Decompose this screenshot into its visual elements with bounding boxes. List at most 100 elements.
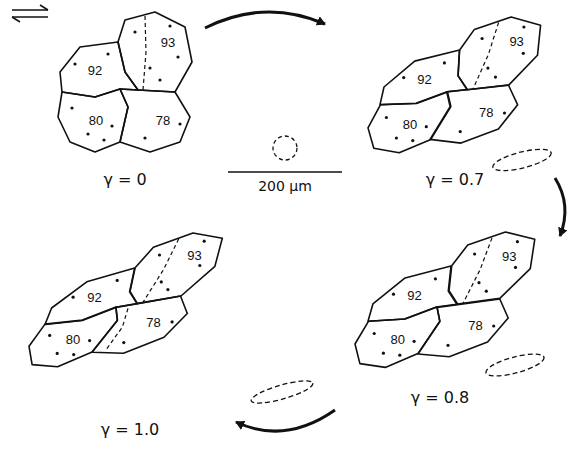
marker-dot <box>411 139 414 142</box>
grain-number: 80 <box>390 333 404 346</box>
grain-boundary <box>120 89 190 152</box>
sequence-arrows <box>205 12 565 431</box>
marker-dot <box>398 354 401 357</box>
marker-dot <box>72 296 75 299</box>
subgrain-boundary <box>473 22 499 89</box>
grain-number: 92 <box>407 289 421 302</box>
grain-boundary <box>449 232 535 304</box>
marker-dot <box>486 67 489 70</box>
marker-dot <box>168 24 171 27</box>
grain: 92 <box>366 264 459 323</box>
marker-dot <box>373 332 376 335</box>
marker-dot <box>481 37 484 40</box>
marker-dot <box>122 341 125 344</box>
marker-dot <box>413 340 416 343</box>
grain: 93 <box>116 10 194 94</box>
grain-boundary <box>355 307 440 367</box>
grain-boundary <box>130 233 222 304</box>
grain-boundary <box>118 12 192 92</box>
marker-dot <box>402 76 405 79</box>
marker-dot <box>176 55 179 58</box>
marker-dot <box>166 288 169 291</box>
marker-dot <box>106 52 109 55</box>
grain-number: 80 <box>89 114 103 127</box>
strain-ellipses <box>249 145 553 408</box>
marker-dot <box>148 66 151 69</box>
grain-outline <box>128 231 224 306</box>
marker-dot <box>102 138 105 141</box>
marker-dot <box>158 253 161 256</box>
marker-dot <box>385 116 388 119</box>
grain-number: 80 <box>66 333 80 346</box>
marker-dot <box>485 290 488 293</box>
grain-number: 78 <box>156 114 170 127</box>
grain-number: 93 <box>187 249 201 262</box>
marker-dot <box>70 106 73 109</box>
marker-dot <box>382 352 385 355</box>
marker-dot <box>158 78 161 81</box>
marker-dot <box>56 352 59 355</box>
subgrain-boundary <box>143 239 179 302</box>
grain-boundary <box>368 266 457 321</box>
marker-dot <box>514 266 517 269</box>
grain-boundary <box>58 89 128 152</box>
grain-number: 78 <box>468 319 482 332</box>
subgrain-boundary <box>463 238 492 304</box>
marker-dot <box>516 240 519 243</box>
grain: 80 <box>56 87 130 154</box>
grain-number: 93 <box>161 36 175 49</box>
marker-dot <box>473 252 476 255</box>
marker-dot <box>522 25 525 28</box>
marker-dot <box>86 132 89 135</box>
shear-arrows <box>12 5 48 22</box>
subgrain-boundary <box>143 16 146 90</box>
marker-dot <box>494 76 497 79</box>
marker-dot <box>446 344 449 347</box>
grain-boundary <box>45 268 137 324</box>
grain-boundary <box>418 299 508 357</box>
strain-caption: γ = 0 <box>103 172 146 188</box>
marker-dot <box>88 339 91 342</box>
grain-number: 93 <box>509 35 523 48</box>
grain-number: 80 <box>403 118 417 131</box>
grain: 78 <box>118 87 192 154</box>
grain-number: 78 <box>479 106 493 119</box>
marker-dot <box>72 353 75 356</box>
marker-dot <box>522 52 525 55</box>
grain-outline <box>116 10 194 94</box>
grain-outline <box>118 87 192 154</box>
grain-outline <box>90 294 189 355</box>
grain-boundary <box>430 85 518 143</box>
strain-caption: γ = 1.0 <box>101 422 160 438</box>
marker-dot <box>392 293 395 296</box>
grain-number: 92 <box>87 291 101 304</box>
grain: 93 <box>456 15 543 92</box>
grain: 80 <box>366 90 453 155</box>
grain: 93 <box>447 230 537 306</box>
grain-number: 78 <box>146 316 160 329</box>
marker-dot <box>477 281 480 284</box>
marker-dot <box>133 30 136 33</box>
strain-caption: γ = 0.7 <box>426 172 485 188</box>
marker-dot <box>459 130 462 133</box>
grain-boundary <box>92 296 187 353</box>
marker-dot <box>143 136 146 139</box>
marker-dot <box>443 61 446 64</box>
marker-dot <box>178 122 181 125</box>
grain-number: 92 <box>88 64 102 77</box>
scale-bar <box>228 136 342 172</box>
grain: 80 <box>27 305 120 369</box>
marker-dot <box>203 240 206 243</box>
grain-outline <box>447 230 537 306</box>
marker-dot <box>73 62 76 65</box>
marker-dot <box>171 320 174 323</box>
grain: 93 <box>128 231 224 306</box>
grain: 78 <box>90 294 189 355</box>
marker-dot <box>492 324 495 327</box>
marker-dot <box>434 277 437 280</box>
scale-label: 200 μm <box>258 179 312 193</box>
strain-caption: γ = 0.8 <box>411 390 470 406</box>
marker-dot <box>110 124 113 127</box>
marker-dot <box>503 111 506 114</box>
